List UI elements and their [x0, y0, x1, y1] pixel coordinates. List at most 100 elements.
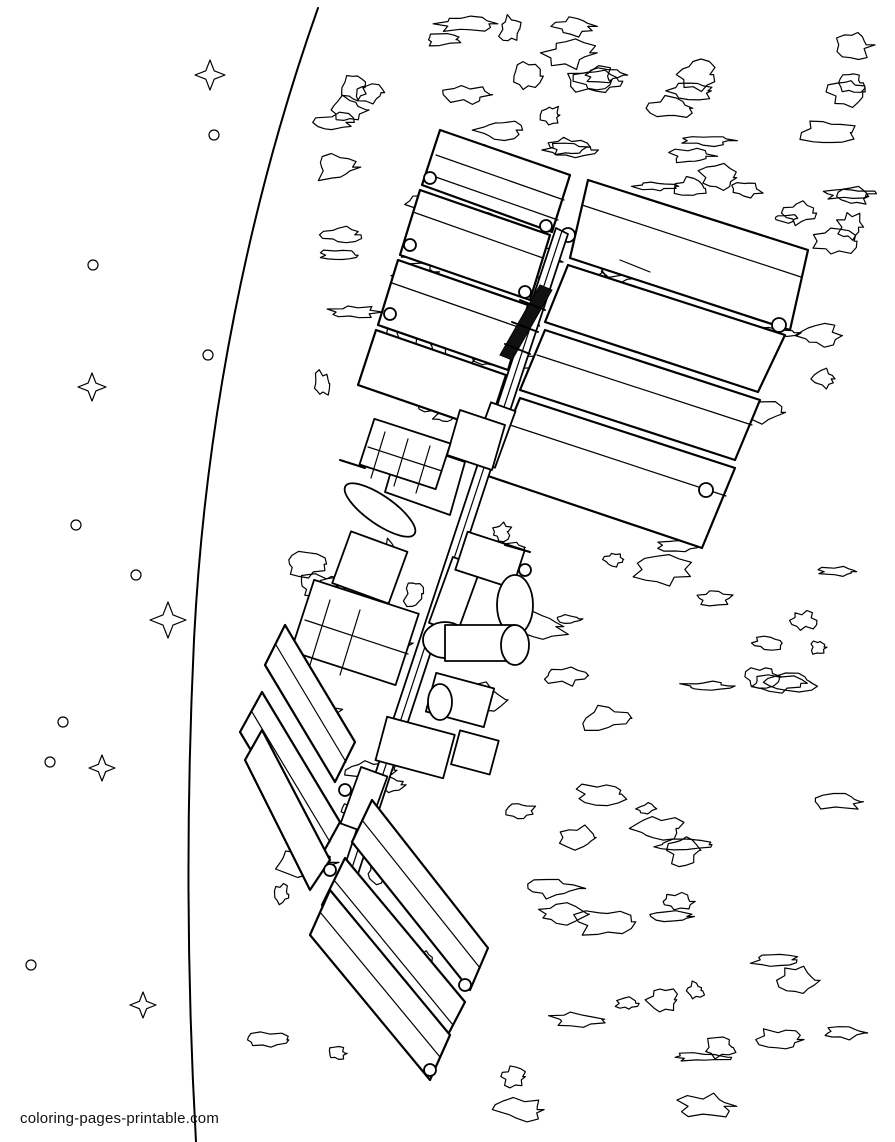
terrain-contour	[822, 188, 878, 200]
terrain-contour	[628, 816, 685, 841]
terrain-contour	[649, 910, 695, 923]
solar-array-upper-right	[486, 178, 810, 550]
terrain-contour	[498, 14, 522, 42]
terrain-contour	[674, 1052, 733, 1062]
terrain-contour	[749, 953, 799, 967]
terrain-contour	[776, 965, 821, 994]
four-point-star-icon	[88, 754, 116, 782]
terrain-contour	[705, 1036, 737, 1060]
terrain-contour	[780, 200, 818, 227]
terrain-contour	[573, 910, 637, 936]
watermark-text: coloring-pages-printable.com	[20, 1110, 220, 1127]
terrain-contour	[246, 1031, 290, 1048]
terrain-contour	[836, 185, 870, 205]
terrain-contour	[328, 1045, 348, 1060]
small-circle-star-icon	[87, 259, 99, 271]
terrain-contour	[492, 521, 513, 543]
terrain-contour	[644, 988, 678, 1013]
terrain-contour	[750, 635, 783, 651]
small-circle-star-icon	[130, 569, 142, 581]
terrain-contour	[572, 69, 624, 94]
terrain-contour	[539, 105, 561, 126]
solar-array-lower-right	[308, 798, 490, 1082]
small-circle-star-icon	[208, 129, 220, 141]
terrain-contour	[675, 58, 716, 93]
terrain-contour	[513, 61, 544, 91]
terrain-contour	[810, 640, 828, 655]
terrain-contour	[666, 836, 702, 868]
terrain-contour	[750, 674, 808, 694]
small-circle-star-icon	[202, 349, 214, 361]
terrain-contour	[548, 1011, 606, 1028]
terrain-contour	[755, 1028, 805, 1050]
terrain-contour	[318, 225, 363, 244]
terrain-contour	[505, 803, 537, 820]
terrain-contour	[665, 82, 713, 101]
terrain-contour	[330, 94, 370, 121]
terrain-contour	[402, 582, 425, 608]
solar-array-lower-left	[238, 623, 357, 892]
terrain-contour	[762, 672, 819, 693]
terrain-contour	[744, 667, 782, 689]
terrain-contour	[543, 666, 590, 687]
terrain-contour	[527, 878, 587, 900]
terrain-contour	[662, 891, 696, 911]
terrain-contour	[668, 147, 719, 164]
four-point-star-icon	[194, 59, 226, 91]
terrain-contour	[799, 120, 856, 144]
terrain-contour	[556, 614, 584, 624]
terrain-contour	[312, 111, 355, 131]
terrain-contour	[326, 305, 384, 319]
terrain-contour	[539, 38, 598, 70]
terrain-contour	[541, 142, 599, 159]
terrain-contour	[817, 565, 858, 577]
space-station	[238, 128, 810, 1082]
terrain-contour	[814, 792, 865, 810]
terrain-contour	[341, 75, 367, 102]
terrain-contour	[355, 83, 386, 105]
terrain-contour	[319, 249, 359, 261]
terrain-contour	[696, 590, 734, 607]
terrain-contour	[500, 1065, 526, 1089]
terrain-contour	[794, 322, 843, 348]
terrain-contour	[635, 802, 658, 815]
terrain-contour	[614, 996, 640, 1010]
terrain-contour	[774, 214, 799, 224]
terrain-contour	[789, 609, 818, 631]
terrain-contour	[630, 181, 680, 192]
small-circle-star-icon	[70, 519, 82, 531]
terrain-contour	[471, 120, 524, 142]
terrain-contour	[824, 1026, 869, 1041]
terrain-contour	[685, 980, 706, 1000]
earth-horizon	[187, 7, 319, 1142]
terrain-contour	[537, 902, 591, 926]
small-circle-star-icon	[25, 959, 37, 971]
terrain-contour	[838, 73, 866, 93]
terrain-contour	[697, 162, 738, 191]
terrain-contour	[550, 16, 598, 38]
terrain-contour	[632, 554, 692, 587]
terrain-contour	[288, 550, 328, 579]
terrain-contour	[676, 1092, 738, 1118]
four-point-star-icon	[129, 991, 157, 1019]
small-circle-star-icon	[57, 716, 69, 728]
terrain-contour	[313, 369, 331, 396]
terrain-contour	[835, 31, 876, 61]
terrain-contour	[547, 136, 592, 156]
terrain-contour	[645, 94, 694, 118]
terrain-contour	[679, 680, 736, 691]
terrain-contour	[653, 838, 713, 851]
terrain-contour	[442, 85, 494, 105]
terrain-contour	[558, 824, 597, 851]
terrain-contour	[681, 136, 739, 148]
terrain-contour	[273, 882, 290, 906]
terrain-contour	[731, 182, 764, 199]
four-point-star-icon	[149, 601, 187, 639]
terrain-contour	[836, 212, 865, 241]
stars-group	[25, 59, 226, 1019]
terrain-contour	[575, 783, 628, 807]
terrain-contour	[427, 33, 462, 47]
terrain-contour	[432, 15, 499, 32]
terrain-contour	[812, 227, 858, 255]
